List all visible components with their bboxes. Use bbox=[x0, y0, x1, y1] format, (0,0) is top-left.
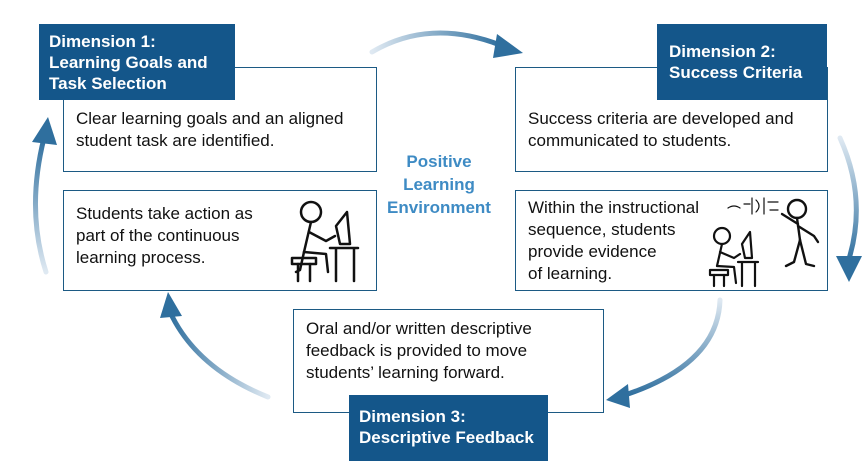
student-at-computer-icon bbox=[290, 200, 360, 283]
center-line-1: Positive bbox=[406, 152, 472, 171]
arrow-dim1-to-dim2 bbox=[369, 30, 503, 55]
evidence-box: Within the instructional sequence, stude… bbox=[515, 190, 828, 291]
arrowhead-5 bbox=[32, 117, 57, 145]
evidence-text-line-3: provide evidence bbox=[528, 242, 657, 261]
criteria-text-line-2: communicated to students. bbox=[528, 131, 732, 150]
center-line-2: Learning bbox=[403, 175, 475, 194]
action-text-line-2: part of the continuous bbox=[76, 226, 240, 245]
teacher-at-board-icon bbox=[727, 197, 820, 268]
arrow-dim2-down bbox=[837, 135, 859, 265]
arrowhead-2 bbox=[836, 256, 862, 282]
dimension-3-line-1: Dimension 3: bbox=[359, 407, 466, 426]
dimension-1-line-3: Task Selection bbox=[49, 74, 167, 93]
arrowhead-4 bbox=[160, 292, 182, 318]
dimension-2-line-2: Success Criteria bbox=[669, 63, 803, 82]
goals-text-line-1: Clear learning goals and an aligned bbox=[76, 109, 344, 128]
criteria-text-line-1: Success criteria are developed and bbox=[528, 109, 794, 128]
action-text-line-1: Students take action as bbox=[76, 204, 253, 223]
center-label: Positive Learning Environment bbox=[384, 150, 494, 219]
dimension-3-header: Dimension 3: Descriptive Feedback bbox=[349, 395, 548, 461]
dimension-1-line-1: Dimension 1: bbox=[49, 32, 156, 51]
evidence-text-line-2: sequence, students bbox=[528, 220, 676, 239]
arrow-evidence-to-dim3 bbox=[619, 297, 723, 399]
evidence-text-line-1: Within the instructional bbox=[528, 198, 700, 217]
arrow-dim3-to-action bbox=[167, 309, 271, 400]
dimension-2-header: Dimension 2: Success Criteria bbox=[657, 24, 827, 100]
dimension-2-line-1: Dimension 2: bbox=[669, 42, 776, 61]
feedback-text-line-1: Oral and/or written descriptive bbox=[306, 319, 532, 338]
dimension-1-header: Dimension 1: Learning Goals and Task Sel… bbox=[39, 24, 235, 100]
arrow-up-to-dim1 bbox=[33, 135, 49, 275]
goals-text-line-2: student task are identified. bbox=[76, 131, 275, 150]
arrowhead-3 bbox=[606, 384, 630, 408]
arrowhead-1 bbox=[493, 34, 523, 58]
dimension-3-line-2: Descriptive Feedback bbox=[359, 428, 534, 447]
center-line-3: Environment bbox=[387, 198, 491, 217]
student-small-icon bbox=[708, 226, 760, 288]
action-text-line-3: learning process. bbox=[76, 248, 206, 267]
feedback-text-line-3: students’ learning forward. bbox=[306, 363, 505, 382]
feedback-text-line-2: feedback is provided to move bbox=[306, 341, 528, 360]
dimension-1-line-2: Learning Goals and bbox=[49, 53, 208, 72]
evidence-text-line-4: of learning. bbox=[528, 264, 613, 283]
